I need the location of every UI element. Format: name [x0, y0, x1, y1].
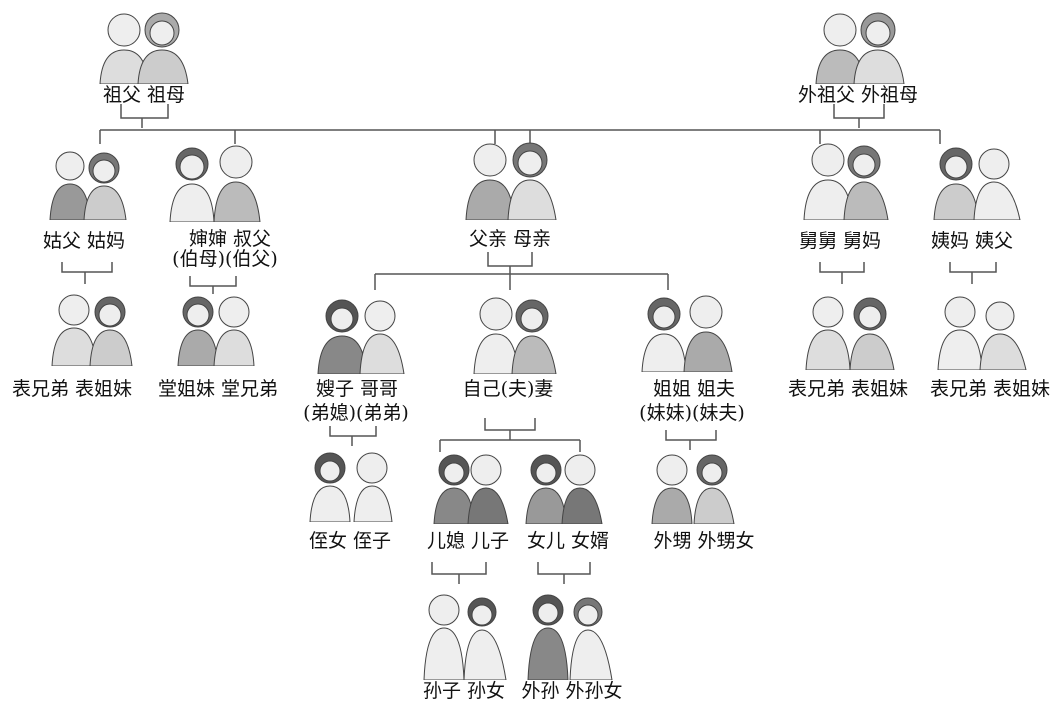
son-couple-illustration — [430, 446, 512, 524]
label-daughter-children: 外孙 外孙女 — [521, 680, 623, 702]
paternal-uncle-couple-illustration — [164, 140, 266, 222]
self-couple-illustration — [466, 290, 562, 374]
sister-couple-illustration — [634, 286, 740, 372]
label-son-children: 孙子 孙女 — [422, 680, 506, 702]
label-sister-couple-alt: (妹妹)(妹夫) — [639, 402, 745, 424]
parents-illustration — [452, 136, 564, 220]
label-grandparents: 祖父 祖母 — [102, 84, 186, 106]
label-cousins-maternal-uncle: 表兄弟 表姐妹 — [787, 378, 909, 400]
cousins-maternal-aunt-illustration — [932, 290, 1032, 370]
label-paternal-uncle-couple: 婶婶 叔父 — [188, 228, 272, 250]
grandfather-figure — [99, 13, 149, 84]
label-sister-children: 外甥 外甥女 — [653, 530, 755, 552]
label-maternal-grandparents: 外祖父 外祖母 — [797, 84, 919, 106]
label-son-couple: 儿媳 儿子 — [426, 530, 510, 552]
maternal-uncle-couple-illustration — [794, 136, 892, 220]
label-sister-couple: 姐姐 姐夫 — [652, 378, 736, 400]
cousins-maternal-uncle-illustration — [800, 290, 900, 370]
label-parents: 父亲 母亲 — [468, 228, 552, 250]
label-self: 自己(夫)妻 — [462, 378, 554, 400]
maternal-grandmother-figure — [853, 12, 905, 84]
paternal-aunt-couple-illustration — [46, 146, 130, 220]
label-brother-couple: 嫂子 哥哥 — [315, 378, 399, 400]
daughter-children-illustration — [518, 586, 618, 680]
maternal-grandparents-illustration — [808, 6, 912, 84]
label-brother-couple-alt: (弟媳)(弟弟) — [303, 402, 409, 424]
grandparents-illustration — [92, 6, 196, 84]
label-cousins-paternal-aunt: 表兄弟 表姐妹 — [11, 378, 133, 400]
label-paternal-uncle-alt: (伯母)(伯父) — [172, 248, 278, 270]
sister-children-illustration — [644, 448, 744, 524]
label-daughter-couple: 女儿 女婿 — [526, 530, 610, 552]
daughter-couple-illustration — [520, 446, 606, 524]
son-children-illustration — [414, 586, 514, 680]
grandmother-figure — [137, 12, 189, 84]
label-brother-children: 侄女 侄子 — [308, 530, 392, 552]
label-paternal-aunt-couple: 姑父 姑妈 — [42, 230, 126, 252]
label-cousins-paternal-uncle: 堂姐妹 堂兄弟 — [157, 378, 279, 400]
brother-couple-illustration — [312, 292, 410, 374]
cousins-paternal-aunt-illustration — [48, 288, 136, 366]
maternal-aunt-couple-illustration — [928, 140, 1026, 220]
brother-children-illustration — [300, 446, 404, 522]
maternal-grandfather-figure — [815, 13, 865, 84]
label-maternal-uncle-couple: 舅舅 舅妈 — [798, 230, 882, 252]
label-cousins-maternal-aunt: 表兄弟 表姐妹 — [929, 378, 1051, 400]
cousins-paternal-uncle-illustration — [174, 290, 258, 366]
label-maternal-aunt-couple: 姨妈 姨父 — [930, 230, 1014, 252]
